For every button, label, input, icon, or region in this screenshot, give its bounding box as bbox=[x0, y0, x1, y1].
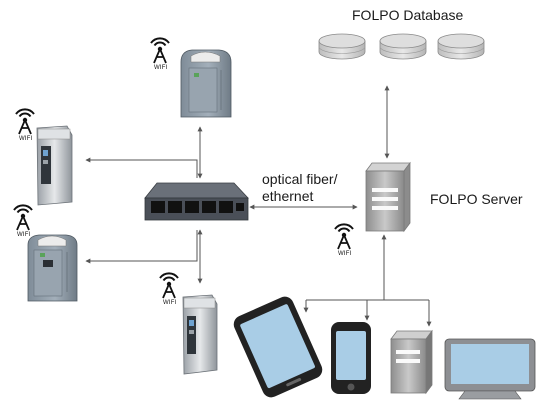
smartphone-icon bbox=[331, 322, 371, 394]
server-icon bbox=[365, 161, 411, 233]
database-disk-icon bbox=[437, 33, 485, 60]
kiosk-terminal-icon bbox=[36, 125, 73, 206]
wifi-label: WIFI bbox=[17, 232, 31, 238]
database-title: FOLPO Database bbox=[352, 7, 464, 23]
link-label: optical fiber/ ethernet bbox=[262, 171, 338, 204]
wifi-antenna-icon bbox=[334, 223, 354, 250]
network-switch-icon bbox=[144, 182, 249, 221]
kiosk-terminal-icon bbox=[182, 294, 218, 375]
wifi-label: WIFI bbox=[163, 300, 177, 306]
wifi-label: WIFI bbox=[19, 136, 33, 142]
wifi-antenna-icon bbox=[150, 37, 170, 64]
database-group bbox=[318, 33, 485, 60]
kiosk-terminal-icon bbox=[27, 234, 78, 302]
database-disk-icon bbox=[318, 33, 366, 60]
database-disk-icon bbox=[379, 33, 427, 60]
desktop-tower-icon bbox=[390, 329, 433, 395]
server-label: FOLPO Server bbox=[430, 191, 523, 207]
wifi-label: WIFI bbox=[338, 251, 352, 257]
kiosk-terminal-icon bbox=[180, 49, 232, 118]
wifi-antenna-icon bbox=[159, 272, 179, 299]
wifi-label: WIFI bbox=[154, 65, 168, 71]
wifi-antenna-icon bbox=[13, 204, 33, 231]
monitor-icon bbox=[444, 338, 536, 400]
wifi-antenna-icon bbox=[15, 108, 35, 135]
tablet-icon bbox=[233, 296, 323, 398]
connectors bbox=[85, 85, 432, 327]
